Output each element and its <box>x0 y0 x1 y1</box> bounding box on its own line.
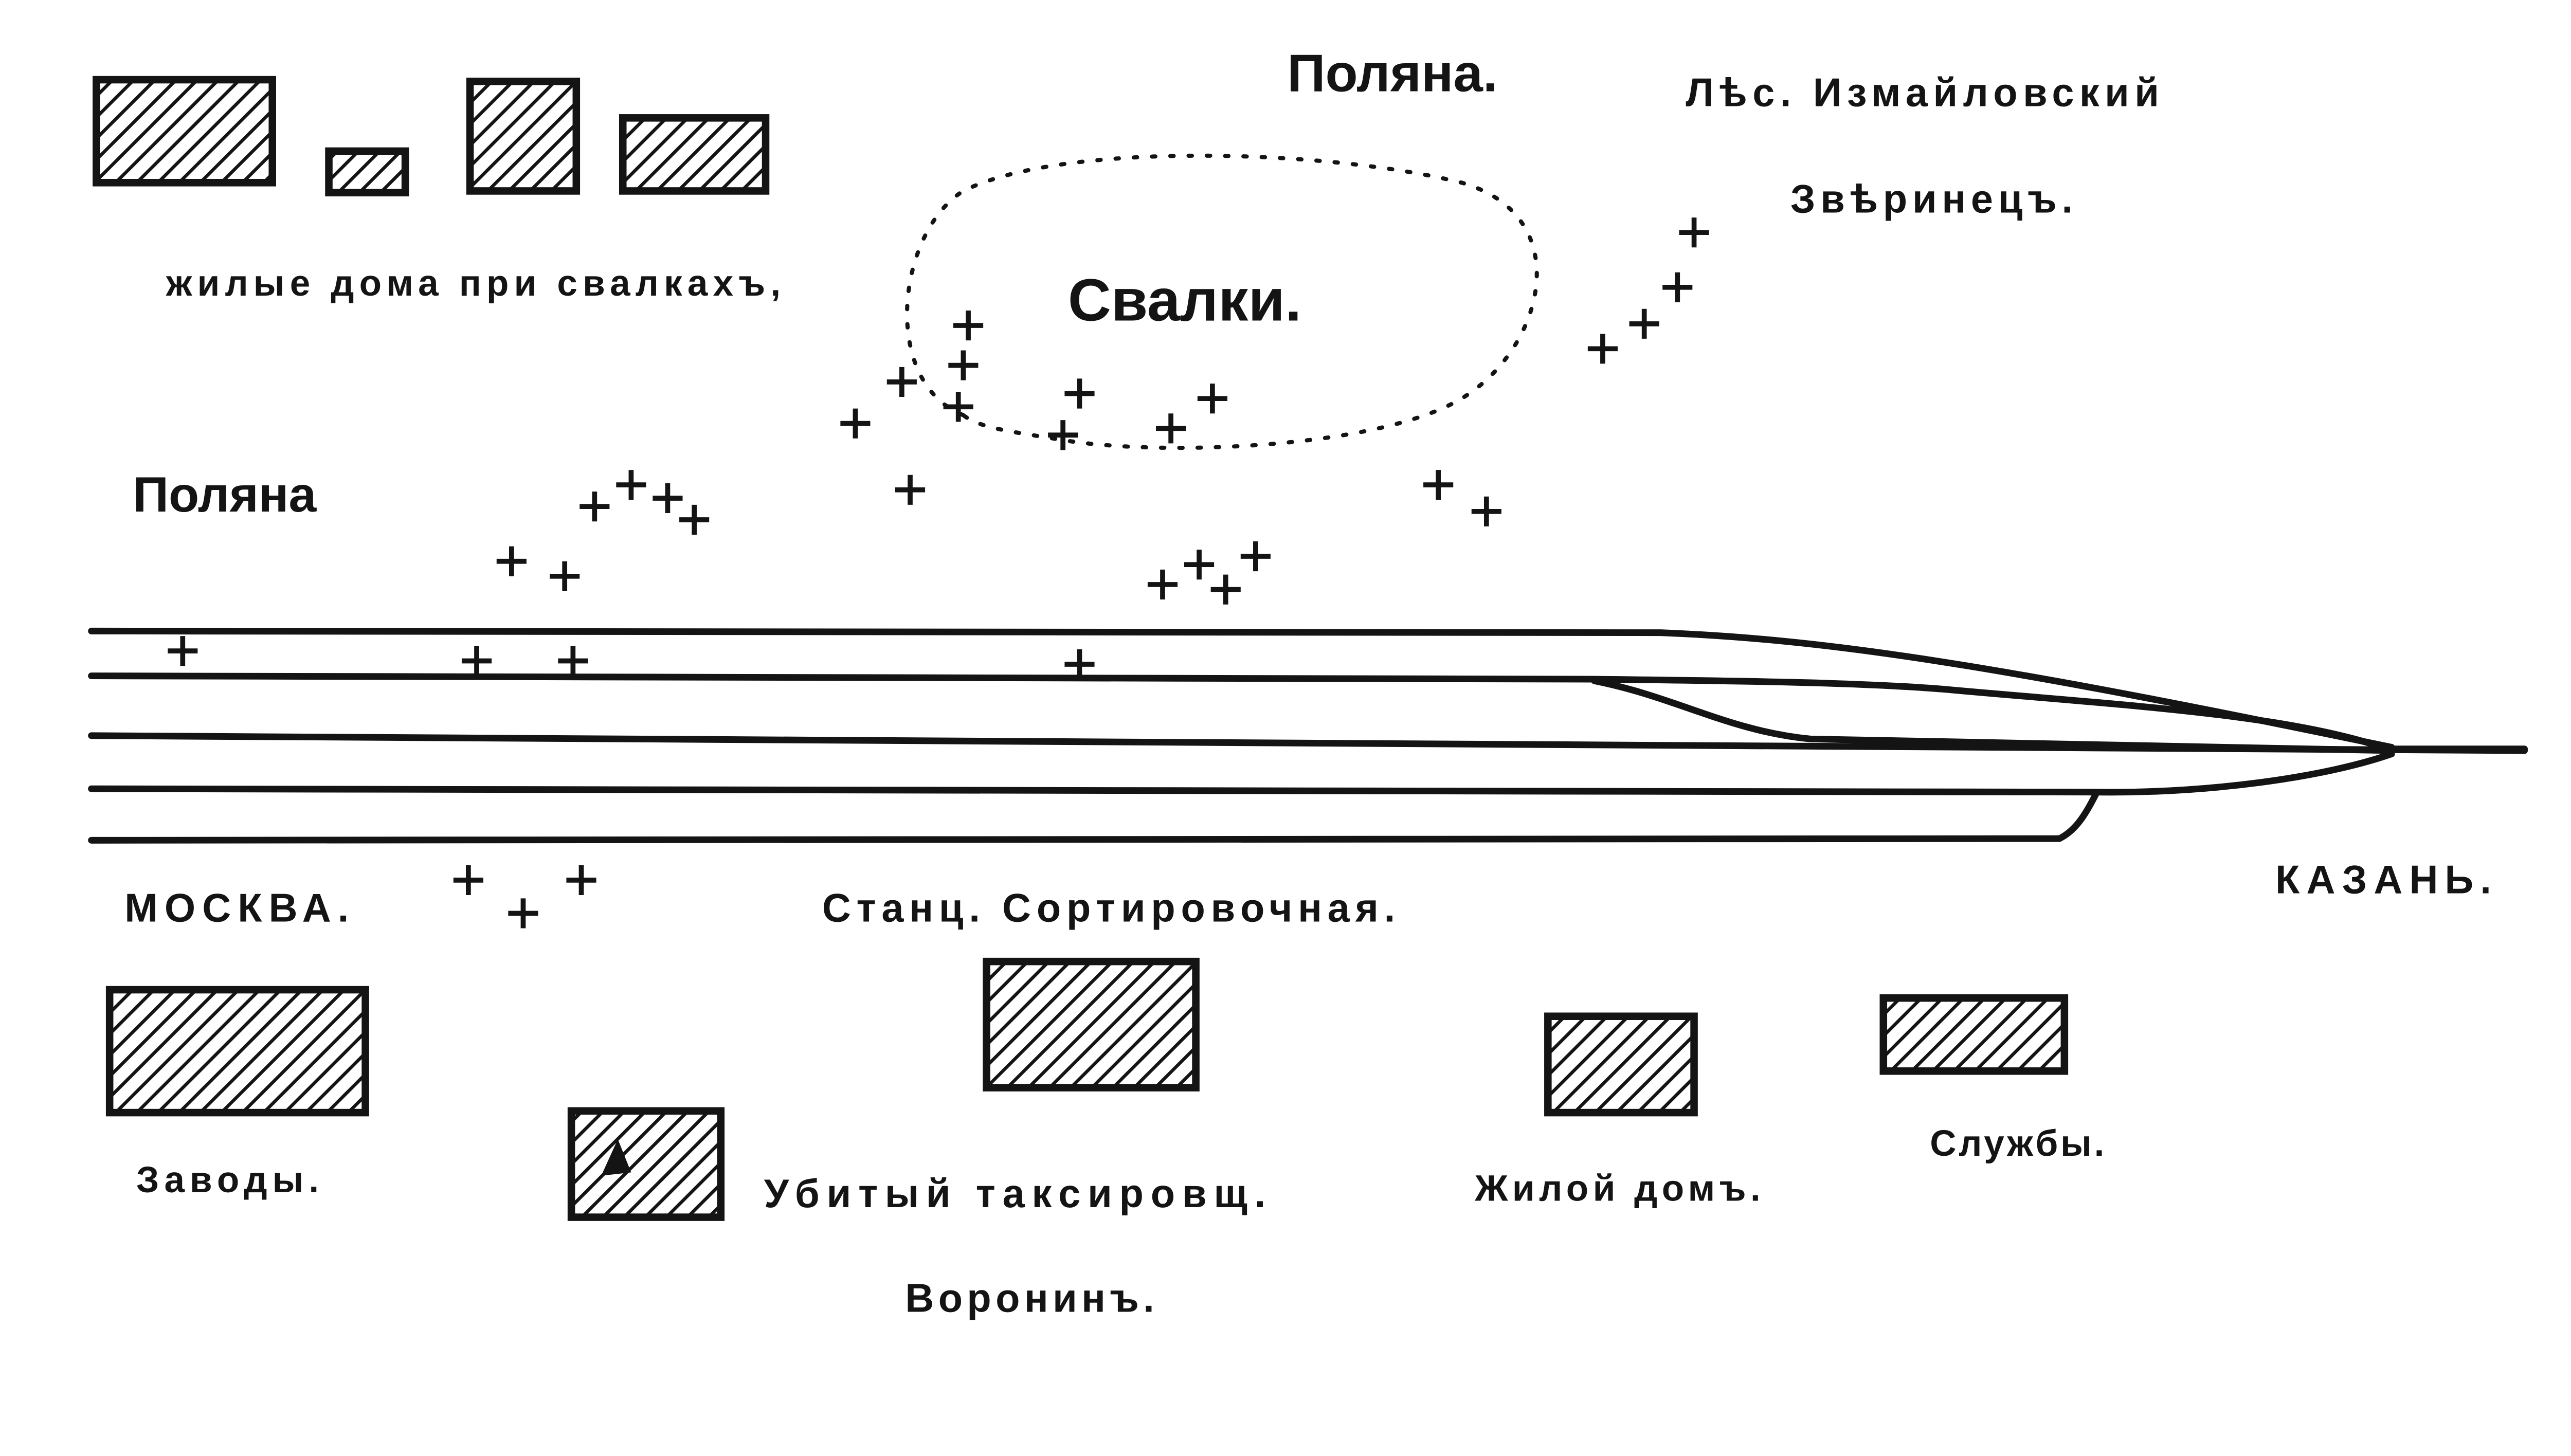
cross-mark <box>679 504 710 535</box>
cross-mark <box>1064 378 1095 409</box>
services-building <box>1879 994 2069 1075</box>
label-polyana-top: Поляна. <box>1287 43 1497 103</box>
dump-area-outline <box>905 153 1539 450</box>
cross-mark <box>953 311 984 341</box>
cross-mark <box>840 408 871 439</box>
cross-mark <box>1147 569 1178 600</box>
dwelling-building <box>1544 1012 1698 1117</box>
cross-mark <box>653 483 683 514</box>
cross-mark <box>886 367 917 397</box>
label-kazan: КАЗАНЬ. <box>2275 858 2491 902</box>
cross-mark <box>1064 649 1095 680</box>
label-moscow: МОСКВА. <box>124 886 349 931</box>
rail-track-4 <box>88 750 2395 796</box>
label-dwelling: Жилой домъ. <box>1474 1168 1761 1209</box>
label-forest: Лѣс. Измайловский <box>1686 71 2159 115</box>
dump-house-2 <box>325 147 409 196</box>
dump-house-1 <box>93 76 276 187</box>
cross-mark <box>1662 272 1693 302</box>
factories-building <box>105 986 369 1117</box>
cross-mark <box>580 492 610 522</box>
cross-mark <box>1587 334 1618 364</box>
cross-mark <box>558 646 588 676</box>
cross-mark <box>1197 384 1227 414</box>
cross-mark <box>566 865 596 895</box>
cross-mark <box>1471 496 1501 526</box>
cross-mark <box>1156 413 1186 444</box>
label-factories: Заводы. <box>136 1160 319 1200</box>
cross-mark <box>496 546 527 576</box>
cross-mark <box>895 475 926 505</box>
label-dump-houses: жилые дома при свалкахъ, <box>166 263 781 304</box>
voronin-house <box>567 1107 725 1221</box>
cross-mark <box>461 646 492 676</box>
murder-mark-icon <box>601 1139 631 1176</box>
rail-track-2 <box>88 672 2395 754</box>
rail-branch <box>1591 677 2395 754</box>
dump-house-3 <box>466 78 581 195</box>
cross-mark <box>943 392 973 422</box>
rail-track-1 <box>88 627 2395 751</box>
label-voronin: Воронинъ. <box>905 1277 1154 1321</box>
cross-mark <box>453 865 483 895</box>
cross-mark <box>1423 470 1454 500</box>
label-polyana-left: Поляна <box>133 466 317 522</box>
label-dumps: Свалки. <box>1068 266 1301 333</box>
dump-house-4 <box>619 114 770 195</box>
station-building <box>983 957 1200 1091</box>
cross-mark <box>1240 541 1271 572</box>
label-killed-taxman: Убитый таксировщ. <box>764 1172 1265 1216</box>
cross-mark <box>1210 574 1241 605</box>
label-services: Службы. <box>1930 1123 2104 1164</box>
railway-sketch-map: Поляна. Лѣс. Измайловский Звѣринецъ. жил… <box>88 43 2528 1321</box>
cross-mark <box>168 636 198 666</box>
rail-track-5 <box>88 790 2099 844</box>
cross-mark <box>550 561 580 591</box>
label-zverinets: Звѣринецъ. <box>1790 177 2073 221</box>
cross-mark <box>508 898 538 929</box>
cross-mark <box>1629 308 1659 339</box>
cross-mark <box>1679 217 1709 248</box>
cross-mark <box>948 350 979 380</box>
cross-mark <box>616 470 646 500</box>
label-station: Станц. Сортировочная. <box>822 886 1395 931</box>
cross-marks <box>168 217 1709 929</box>
cross-mark <box>1184 550 1215 580</box>
cross-mark <box>1048 420 1078 450</box>
rail-track-3 <box>88 732 2528 754</box>
